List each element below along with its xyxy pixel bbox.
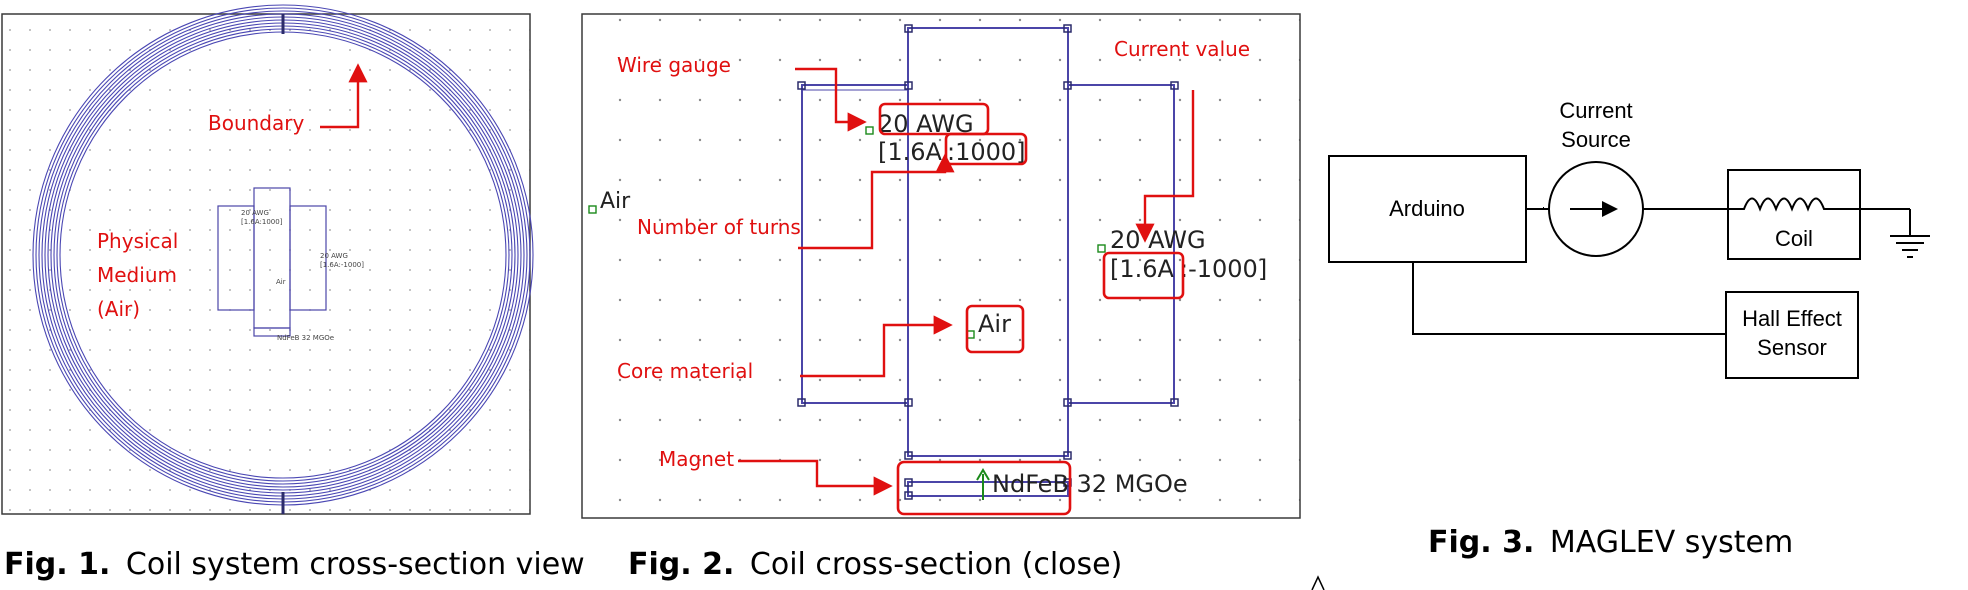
fig1-medium-line2: Medium xyxy=(97,263,177,287)
fig2-wire-gauge-label: Wire gauge xyxy=(617,53,731,77)
fig2-coil-geometry xyxy=(801,27,1175,497)
fig1-boundary-arrow xyxy=(320,63,368,129)
fig2-turns-label: Number of turns xyxy=(637,215,801,239)
fig2-magnet-label: NdFeB 32 MGOe xyxy=(992,470,1188,498)
fig2-core-arrow xyxy=(800,315,953,378)
fig2-core-box xyxy=(965,304,1025,354)
hall-sensor-block xyxy=(1725,291,1859,379)
fig2-turns-box xyxy=(944,132,1028,166)
fig1-medium-line3: (Air) xyxy=(97,297,140,321)
wire-arduino-sensor xyxy=(1412,263,1726,335)
fig1-awg-right: 20 AWG xyxy=(320,252,348,260)
fig2-turns-right-a: [1.6A xyxy=(1110,255,1175,283)
fig2-caption: Fig. 2. Coil cross-section (close) xyxy=(628,547,1122,582)
hall-sensor-line2: Sensor xyxy=(1757,335,1827,360)
fig2-current-box xyxy=(1102,251,1185,300)
fig2-awg-right: 20 AWG xyxy=(1110,226,1206,254)
current-source-line1: Current xyxy=(1559,98,1632,123)
fig2-magnet-annot-label: Magnet xyxy=(659,447,734,471)
fig2-air-core: Air xyxy=(978,310,1011,338)
fig3-panel: Arduino Current Source Coil Hall Effect … xyxy=(1311,98,1930,590)
fig2-turns-left-a: [1.6A xyxy=(878,138,943,166)
fig2-turns-right-b: :-1000] xyxy=(1180,255,1267,283)
current-source-line2: Source xyxy=(1561,127,1631,152)
fig1-boundary-label: Boundary xyxy=(208,111,304,135)
fig1-air-label: Air xyxy=(276,278,286,286)
fig2-wire-gauge-arrow xyxy=(795,67,867,132)
arduino-block xyxy=(1328,155,1527,263)
fig2-air-left: Air xyxy=(600,189,631,214)
fig1-caption: Fig. 1. Coil system cross-section view xyxy=(4,547,585,582)
fig2-awg-right-node xyxy=(1097,244,1106,253)
fig2-magnet-arrow xyxy=(738,459,893,496)
inductor-icon xyxy=(1728,197,1860,212)
fig2-panel: Air 20 AWG [1.6A :1000] Air 20 AWG [1.6A… xyxy=(581,13,1301,582)
fig2-wire-gauge-box xyxy=(878,102,990,136)
arduino-label: Arduino xyxy=(1389,196,1465,221)
fig2-core-label: Core material xyxy=(617,359,753,383)
fig1-magnet-label: NdFeB 32 MGOe xyxy=(277,334,334,342)
fig1-medium-line1: Physical xyxy=(97,229,178,253)
fig2-current-arrow xyxy=(1135,90,1195,243)
coil-block xyxy=(1727,169,1861,260)
coil-label: Coil xyxy=(1775,226,1813,251)
fig2-turns-left-b: :1000] xyxy=(947,138,1026,166)
ground-icon xyxy=(1890,209,1930,258)
fig1-panel: 20 AWG [1.6A:1000] 20 AWG [1.6A:-1000] A… xyxy=(1,4,585,582)
fig3-caption: Fig. 3. MAGLEV system xyxy=(1428,525,1793,560)
fig1-turns-right: [1.6A:-1000] xyxy=(320,261,364,269)
fig2-current-label: Current value xyxy=(1114,37,1250,61)
fig1-awg-left: 20 AWG xyxy=(241,209,269,217)
fig2-air-left-node xyxy=(588,205,597,214)
fig2-magnet-box xyxy=(896,460,1072,516)
fig2-nodes xyxy=(797,24,1179,500)
partial-glyph xyxy=(1311,575,1325,590)
hall-sensor-line1: Hall Effect xyxy=(1742,306,1842,331)
fig1-coil-geometry xyxy=(217,187,327,337)
fig1-turns-left: [1.6A:1000] xyxy=(241,218,283,226)
